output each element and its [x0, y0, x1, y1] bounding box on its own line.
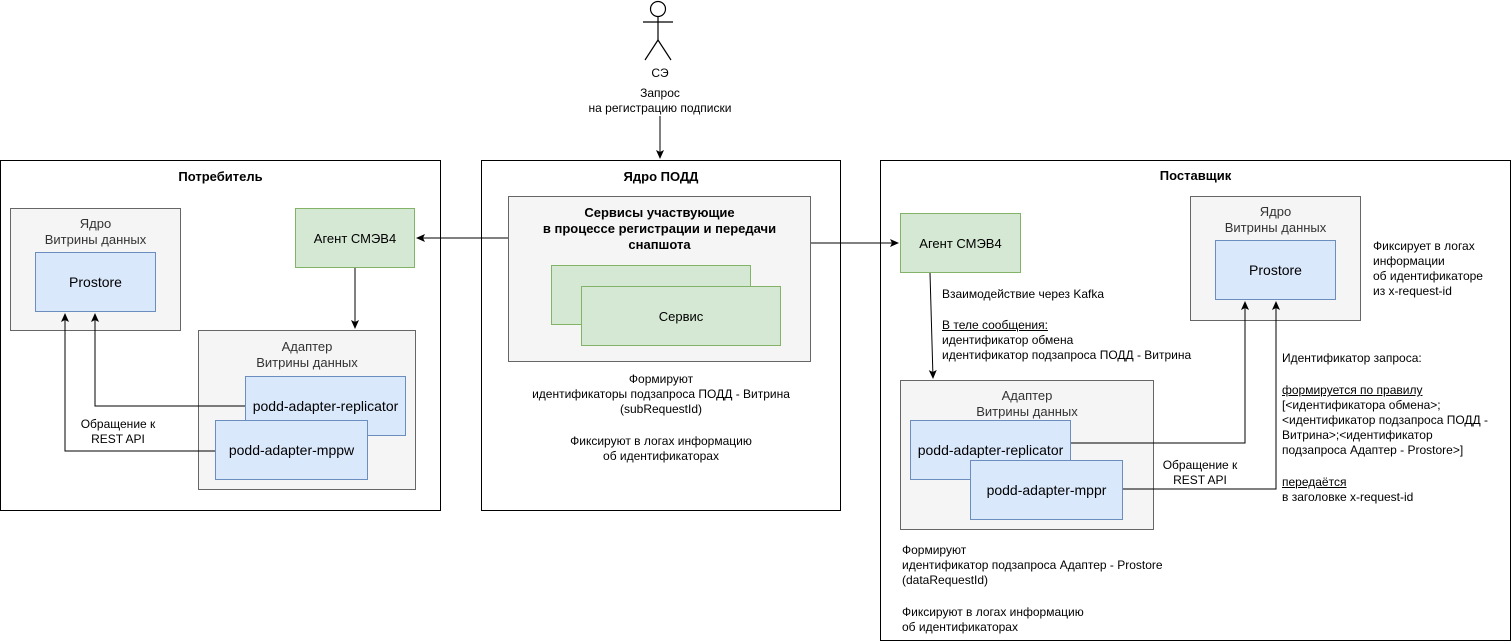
provider-core-title-line1: Ядро: [1259, 204, 1292, 219]
consumer-core-title-line1: Ядро: [79, 216, 112, 231]
consumer-adapter-title-line2: Витрины данных: [256, 355, 358, 370]
consumer-prostore-box: Prostore: [35, 252, 156, 312]
consumer-rest-line2: REST API: [91, 432, 145, 446]
core-title: Ядро ПОДД: [623, 169, 699, 184]
message-body-line2: идентификатор подзапроса ПОДД - Витрина: [942, 348, 1192, 362]
provider-note-line1: Формируют: [902, 543, 967, 557]
core-service-box: Сервис: [581, 286, 781, 346]
provider-replicator-box: podd-adapter-replicator: [910, 420, 1071, 480]
core-note-line5: об идентификаторах: [603, 449, 719, 463]
core-note-line1: Формируют: [628, 372, 694, 386]
consumer-mppw-box: podd-adapter-mppw: [215, 420, 368, 480]
request-label-line1: Запрос: [640, 86, 680, 100]
reqid-title: Идентификатор запроса:: [1282, 351, 1422, 365]
consumer-rest-line1: Обращение к: [80, 417, 156, 431]
provider-rest-line1: Обращение к: [1162, 458, 1238, 472]
consumer-core-title-line2: Витрины данных: [44, 232, 147, 247]
prostore-note-line2: информации: [1373, 254, 1445, 268]
provider-prostore-box: Prostore: [1215, 240, 1336, 300]
prostore-note-line4: из x-request-id: [1373, 284, 1452, 298]
reqid-header: в заголовке x-request-id: [1282, 490, 1414, 504]
provider-title: Поставщик: [1159, 168, 1232, 183]
reqid-line1: [<идентификатора обмена>;: [1282, 398, 1441, 412]
message-body-line1: идентификатор обмена: [942, 333, 1074, 347]
core-note-line2: идентификаторы подзапроса ПОДД - Витрина: [532, 387, 790, 401]
core-note-line3: (subRequestId): [619, 402, 703, 416]
consumer-agent-box: Агент СМЭВ4: [295, 208, 415, 268]
consumer-adapter-title-line1: Адаптер: [281, 339, 333, 354]
request-label-line2: на регистрацию подписки: [588, 101, 732, 115]
provider-adapter-title-line2: Витрины данных: [976, 404, 1078, 419]
provider-mppr-box: podd-adapter-mppr: [970, 460, 1123, 520]
provider-adapter-title-line1: Адаптер: [1001, 388, 1053, 403]
provider-note-line5: об идентификаторах: [902, 620, 1018, 634]
provider-core-title-line2: Витрины данных: [1224, 220, 1327, 235]
prostore-note-line3: об идентификаторе: [1373, 269, 1483, 283]
reqid-rule: формируется по правилу: [1282, 383, 1423, 397]
message-body-label: В теле сообщения:: [942, 318, 1048, 332]
reqid-line4: подзапроса Адаптер - Prostore>]: [1282, 443, 1464, 457]
actor-icon: [643, 0, 673, 61]
core-services-title-line2: в процессе регистрации и передачи: [542, 221, 777, 236]
actor-label: СЭ: [651, 66, 669, 80]
provider-rest-line2: REST API: [1173, 473, 1227, 487]
consumer-title: Потребитель: [178, 169, 263, 184]
provider-note-line4: Фиксируют в логах информацию: [902, 605, 1084, 619]
reqid-passed: передаётся: [1282, 475, 1347, 489]
kafka-label: Взаимодействие через Kafka: [942, 287, 1105, 301]
provider-agent-box: Агент СМЭВ4: [900, 213, 1021, 273]
provider-note-line2: идентификатор подзапроса Адаптер - Prost…: [902, 558, 1163, 572]
core-services-title-line3: снапшота: [628, 237, 691, 252]
core-services-title-line1: Сервисы участвующие: [584, 205, 735, 220]
provider-note-line3: (dataRequestId): [902, 573, 989, 587]
prostore-note-line1: Фиксирует в логах: [1373, 239, 1475, 253]
core-note-line4: Фиксируют в логах информацию: [570, 434, 752, 448]
reqid-line3: Витрина>;<идентификатор: [1282, 428, 1433, 442]
reqid-line2: <идентификатор подзапроса ПОДД -: [1282, 413, 1488, 427]
